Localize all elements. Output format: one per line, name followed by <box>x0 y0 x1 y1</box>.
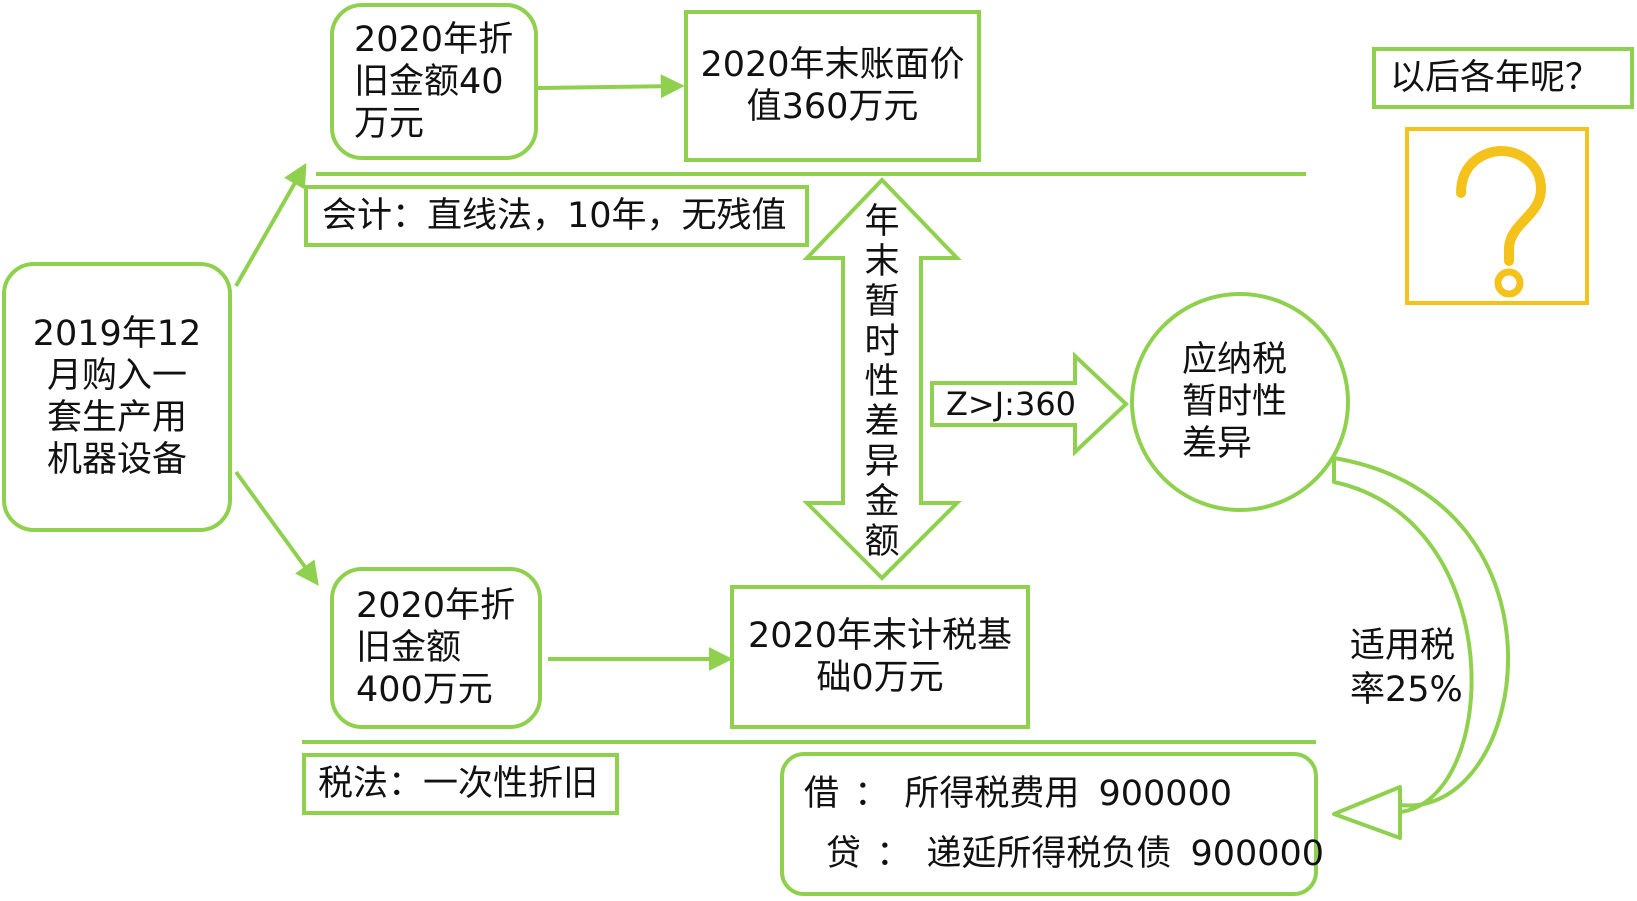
start-node-line: 套生产用 <box>46 398 187 438</box>
tax-method-text: 税法：一次性折旧 <box>318 764 599 804</box>
journal-entry-box: 借 ： 所得税费用 900000 贷 ： 递延所得税负债 900000 <box>780 752 1324 896</box>
double-arrow-label-char: 异 <box>864 442 900 482</box>
double-arrow-label-char: 额 <box>864 522 900 562</box>
start-node: 2019年12 月购入一 套生产用 机器设备 <box>2 262 232 532</box>
accounting-depreciation-line: 万元 <box>354 103 425 144</box>
arrow-start-to-tax <box>234 470 319 586</box>
book-value-box: 2020年末账面价 值360万元 <box>684 10 981 162</box>
book-value-line: 值360万元 <box>746 87 919 127</box>
question-mark-icon <box>1456 145 1547 298</box>
credit-label: 贷 <box>826 834 862 874</box>
right-arrow-label: Z>J:360 <box>946 385 1077 423</box>
curved-arrow-to-journal <box>1332 456 1511 840</box>
tax-method-label: 税法：一次性折旧 <box>302 753 619 815</box>
debit-separator: ： <box>854 774 890 814</box>
tax-depreciation-line: 400万元 <box>356 670 493 710</box>
double-arrow-difference <box>802 177 962 581</box>
start-node-line: 月购入一 <box>46 356 187 396</box>
difference-circle-line: 应纳税 <box>1182 340 1288 380</box>
accounting-method-label: 会计：直线法，10年，无残值 <box>304 185 809 247</box>
tax-base-line: 础0万元 <box>816 658 944 698</box>
tax-base-line: 2020年末计税基 <box>747 616 1013 656</box>
tax-depreciation-line: 2020年折 <box>356 586 516 626</box>
tax-separator-line <box>302 740 1316 744</box>
journal-credit-row: 贷 ： 递延所得税负债 900000 <box>804 833 1324 875</box>
credit-amount: 900000 <box>1190 834 1325 874</box>
debit-account: 所得税费用 <box>904 774 1080 814</box>
double-arrow-label-char: 年 <box>864 202 900 242</box>
accounting-depreciation-box: 2020年折 旧金额40 万元 <box>330 3 538 160</box>
double-arrow-label-char: 差 <box>864 402 900 442</box>
difference-circle-line: 暂时性 <box>1182 382 1288 422</box>
difference-circle: 应纳税 暂时性 差异 <box>1130 292 1350 512</box>
arrow-start-to-accounting <box>234 162 307 287</box>
credit-account: 递延所得税负债 <box>926 834 1172 874</box>
arrow-depreciation-to-book-value <box>537 74 685 99</box>
double-arrow-label-char: 时 <box>864 322 900 362</box>
double-arrow-label-char: 金 <box>864 482 900 522</box>
debit-label: 借 <box>804 774 840 814</box>
rate-label-line: 率25% <box>1350 670 1463 710</box>
accounting-depreciation-line: 旧金额40 <box>354 61 504 102</box>
journal-debit-row: 借 ： 所得税费用 900000 <box>804 773 1314 815</box>
debit-amount: 900000 <box>1098 774 1233 814</box>
question-mark-box <box>1405 127 1589 305</box>
credit-separator: ： <box>876 834 912 874</box>
accounting-depreciation-line: 2020年折 <box>354 19 514 60</box>
accounting-separator-line <box>316 172 1306 176</box>
difference-circle-line: 差异 <box>1182 424 1253 464</box>
start-node-line: 机器设备 <box>46 440 187 480</box>
rate-label-line: 适用税 <box>1350 626 1456 666</box>
book-value-line: 2020年末账面价 <box>700 45 965 85</box>
question-label-box: 以后各年呢？ <box>1372 47 1634 109</box>
start-node-line: 2019年12 <box>32 314 202 354</box>
tax-depreciation-line: 旧金额 <box>356 628 462 668</box>
question-label-text: 以后各年呢？ <box>1390 58 1601 98</box>
double-arrow-label-char: 性 <box>864 362 900 402</box>
double-arrow-label-char: 暂 <box>864 282 900 322</box>
double-arrow-label-char: 末 <box>864 242 900 282</box>
right-arrow-difference <box>930 351 1129 457</box>
tax-depreciation-box: 2020年折 旧金额 400万元 <box>330 567 542 729</box>
tax-base-box: 2020年末计税基 础0万元 <box>730 585 1030 729</box>
accounting-method-text: 会计：直线法，10年，无残值 <box>322 196 787 236</box>
